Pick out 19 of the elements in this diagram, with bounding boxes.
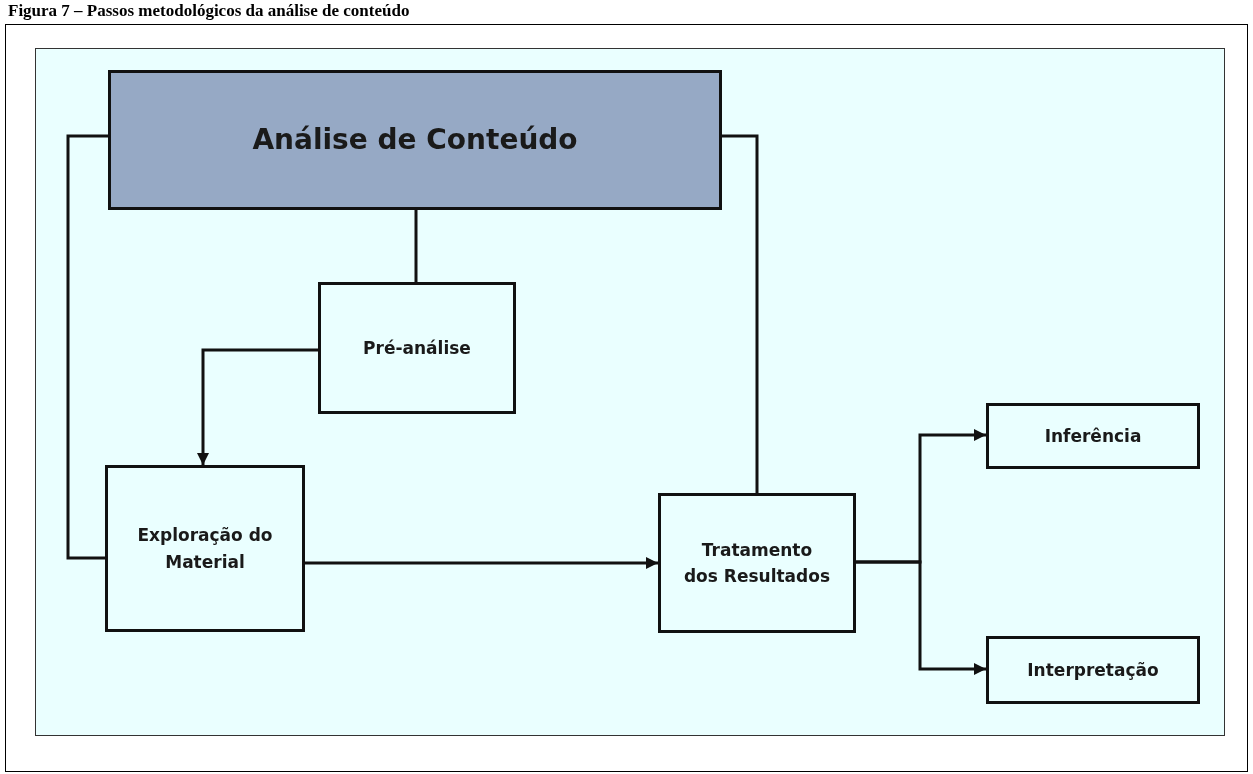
arrow xyxy=(197,348,318,465)
process-box xyxy=(986,403,1200,469)
node-label: Tratamento dos Resultados xyxy=(683,538,831,588)
figure-title: Figura 7 – Passos metodológicos da análise de conteúdo xyxy=(8,1,410,21)
node-label: Inferência xyxy=(1044,424,1142,448)
connector-line xyxy=(414,210,418,282)
node-label: Interpretação xyxy=(1027,658,1159,682)
process-box xyxy=(105,465,305,632)
node-label: Análise de Conteúdo xyxy=(252,122,578,159)
header-box xyxy=(108,70,722,210)
node-label: Pré-análise xyxy=(363,336,471,360)
connector-line xyxy=(722,134,759,493)
node-label: Exploração do Material xyxy=(136,524,274,574)
connector-line xyxy=(66,134,108,560)
process-box xyxy=(986,636,1200,704)
arrow xyxy=(856,560,986,675)
arrow xyxy=(305,557,658,569)
process-box xyxy=(658,493,856,633)
process-box xyxy=(318,282,516,414)
